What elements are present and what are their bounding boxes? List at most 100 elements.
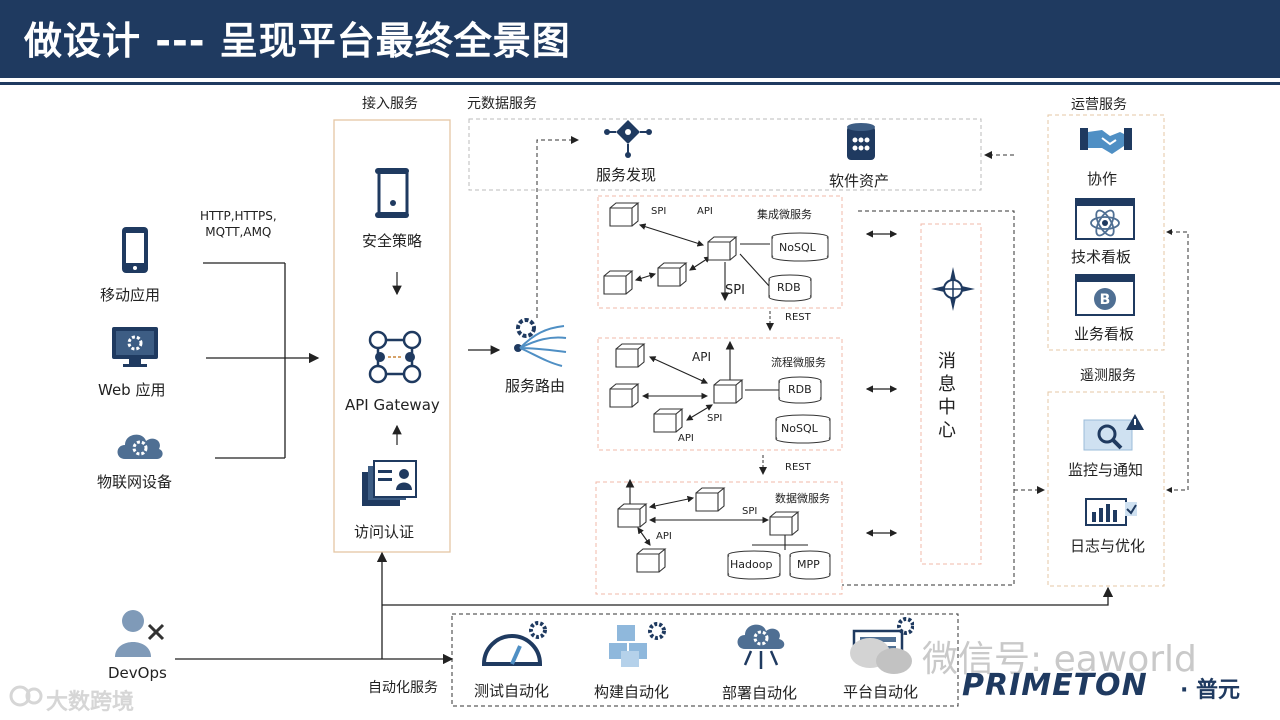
security-policy-scroll-icon: [375, 168, 409, 218]
rdb-label: RDB: [777, 281, 801, 294]
database-assets-icon: [847, 123, 875, 160]
automation-service-box: [451, 613, 959, 707]
rdb-cylinder: [768, 274, 812, 302]
hadoop-label: Hadoop: [730, 558, 773, 571]
tech-dashboard-atom-icon: [1075, 198, 1135, 240]
service-cube: [695, 487, 726, 512]
tech-board-label: 技术看板: [1071, 248, 1132, 266]
service-routing-label: 服务路由: [505, 377, 566, 395]
cloud-gear-icon: [117, 434, 163, 459]
service-cube: [617, 503, 648, 528]
api-label: API: [656, 531, 672, 542]
process-microservice-title: 流程微服务: [771, 356, 826, 369]
metadata-service-box: [468, 118, 982, 191]
data-microservice-title: 数据微服务: [775, 492, 830, 505]
message-center-char: 心: [938, 420, 956, 441]
software-assets-label: 软件资产: [829, 172, 890, 190]
title-bar: 做设计 --- 呈现平台最终全景图: [0, 0, 1280, 78]
test-gauge-icon: [481, 621, 547, 666]
devops-person-icon: [115, 610, 165, 657]
page-title: 做设计 --- 呈现平台最终全景图: [24, 19, 571, 63]
nosql-db-cylinder: [775, 414, 831, 444]
message-center-char: 息: [938, 374, 956, 395]
api-label: API: [692, 350, 711, 364]
spi-label: SPI: [725, 283, 745, 298]
process-microservice-box: [597, 337, 843, 451]
service-cube: [769, 511, 800, 536]
log-optimize-label: 日志与优化: [1070, 537, 1146, 555]
api-label: API: [697, 206, 713, 217]
service-cube: [657, 262, 688, 287]
build-blocks-icon: [609, 622, 666, 667]
platform-automation-label: 平台自动化: [843, 683, 919, 701]
service-cube: [603, 270, 634, 295]
nosql-label: NoSQL: [781, 422, 818, 435]
spi-label: SPI: [742, 506, 758, 517]
hadoop-cylinder: [727, 550, 781, 580]
message-center-char: 消: [938, 351, 956, 372]
service-discovery-label: 服务发现: [596, 166, 657, 184]
handshake-icon: [1080, 128, 1132, 154]
security-policy-label: 安全策略: [362, 232, 423, 250]
primeton-logo-text: PRIMETON: [962, 668, 1148, 703]
metadata-service-title: 元数据服务: [467, 96, 537, 112]
devops-label: DevOps: [108, 664, 167, 682]
api-gateway-label: API Gateway: [345, 396, 440, 414]
protocols-label: HTTP,HTTPS, MQTT,AMQ: [200, 208, 277, 240]
test-automation-label: 测试自动化: [474, 682, 550, 700]
deploy-cloud-icon: [737, 624, 785, 669]
nosql-label: NoSQL: [779, 241, 816, 254]
service-cube: [609, 202, 640, 227]
rest-label: REST: [785, 312, 811, 323]
iot-device-label: 物联网设备: [97, 473, 173, 491]
web-app-label: Web 应用: [98, 381, 166, 399]
service-router-icon: [514, 318, 567, 367]
integration-microservice-title: 集成微服务: [757, 208, 812, 221]
service-cube: [609, 383, 640, 408]
nosql-db-cylinder: [771, 232, 829, 262]
mobile-phone-icon: [122, 227, 148, 273]
message-hub-compass-icon: [931, 267, 975, 311]
business-dashboard-icon: B: [1075, 274, 1135, 316]
telemetry-service-box: [1047, 391, 1165, 587]
automation-service-title: 自动化服务: [368, 680, 438, 696]
telemetry-service-title: 遥测服务: [1080, 368, 1136, 384]
api-label: API: [678, 433, 694, 444]
ops-service-title: 运营服务: [1071, 97, 1127, 113]
service-cube: [707, 236, 738, 261]
monitor-notify-label: 监控与通知: [1068, 461, 1144, 479]
spi-label: SPI: [707, 413, 723, 424]
source-watermark: 大数跨境: [46, 690, 135, 715]
wechat-logo: [850, 638, 912, 674]
monitor-gear-icon: [112, 327, 158, 367]
mpp-cylinder: [789, 550, 831, 580]
rest-label: REST: [785, 462, 811, 473]
message-center-box: [920, 223, 982, 565]
spi-label: SPI: [651, 206, 667, 217]
client-connector: [203, 262, 320, 459]
svg-text:B: B: [1100, 292, 1111, 308]
message-center-label: 消 息 中 心: [938, 350, 956, 442]
service-cube: [615, 343, 646, 368]
mpp-label: MPP: [797, 558, 820, 571]
wechat-watermark: 微信号: eaworld: [922, 639, 1197, 680]
ops-service-box: [1047, 114, 1165, 351]
protocols-line-1: HTTP,HTTPS,: [200, 209, 277, 223]
integration-microservice-box: [597, 195, 843, 309]
rdb-cylinder: [778, 376, 822, 404]
access-service-box: [333, 119, 451, 553]
data-microservice-box: [595, 481, 843, 595]
source-watermark-logo: [9, 685, 43, 707]
access-service-title: 接入服务: [362, 96, 418, 112]
build-automation-label: 构建自动化: [594, 683, 670, 701]
monitor-alert-icon: [1083, 414, 1144, 451]
log-chart-icon: [1085, 498, 1137, 526]
service-cube: [653, 408, 684, 433]
message-center-char: 中: [938, 397, 956, 418]
title-underline: [0, 82, 1280, 85]
access-auth-card-icon: [362, 460, 417, 506]
primeton-cn-text: · 普元: [1180, 678, 1241, 703]
api-gateway-icon: [368, 330, 422, 384]
protocols-line-2: MQTT,AMQ: [205, 225, 272, 239]
